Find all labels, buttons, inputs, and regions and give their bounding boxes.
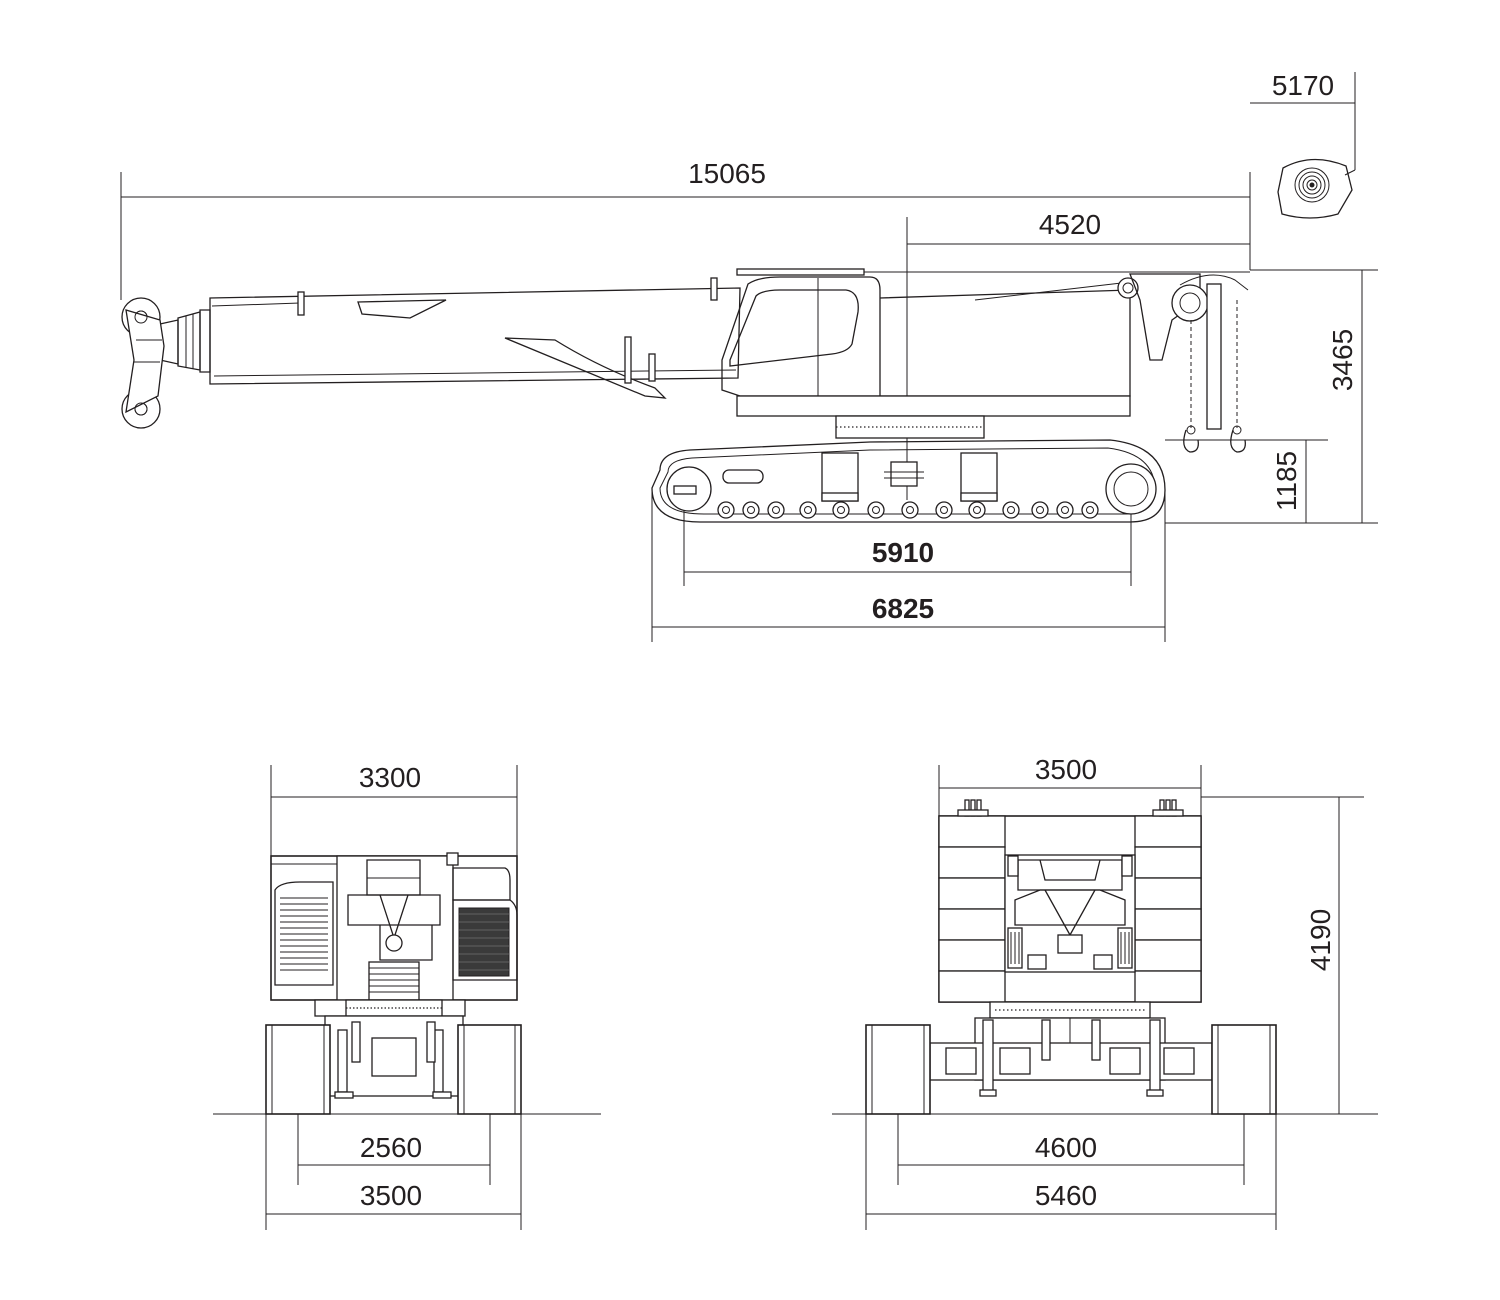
rear-view: 3500 4190 4600 5460 — [832, 754, 1378, 1230]
dim-label-4600: 4600 — [1035, 1132, 1097, 1163]
dim-label-3300: 3300 — [359, 762, 421, 793]
dim-extended-gauge: 4600 — [897, 1114, 1245, 1185]
track-rollers — [717, 501, 1099, 519]
right-counterweight-stack — [1134, 799, 1202, 1003]
dim-extended-width: 5460 — [865, 1114, 1277, 1230]
dim-overall-width: 3500 — [265, 1114, 522, 1230]
hook-blocks — [1183, 300, 1246, 453]
dim-label-5460: 5460 — [1035, 1180, 1097, 1211]
dim-track-gauge: 2560 — [297, 1114, 491, 1185]
dim-label-15065: 15065 — [688, 158, 766, 189]
dim-label-4190: 4190 — [1305, 909, 1336, 971]
superstructure — [721, 268, 1250, 430]
dim-label-3500-front: 3500 — [360, 1180, 422, 1211]
left-counterweight-stack — [938, 799, 1006, 1003]
dim-label-3465: 3465 — [1327, 329, 1358, 391]
dim-track-height: 1185 — [1165, 439, 1328, 523]
front-view: 3300 2560 3500 — [213, 762, 601, 1230]
dim-label-6825: 6825 — [872, 593, 934, 624]
dim-superstructure-width: 3300 — [270, 762, 518, 900]
boom-head — [121, 297, 165, 429]
dim-boom-head: 5170 — [1250, 70, 1356, 176]
dim-counterweight-width: 3500 — [938, 754, 1202, 816]
front-cab-window-lines — [459, 913, 509, 971]
dim-rear-height: 4190 — [1201, 796, 1364, 1114]
dim-rear: 4520 — [906, 209, 1250, 500]
dim-label-3500-rear: 3500 — [1035, 754, 1097, 785]
dim-label-2560: 2560 — [360, 1132, 422, 1163]
dim-label-1185: 1185 — [1271, 451, 1302, 511]
dim-overall-height: 3465 — [1165, 269, 1378, 524]
dim-label-5910: 5910 — [872, 537, 934, 568]
front-counterweight-lines — [369, 967, 419, 993]
dim-label-5170: 5170 — [1272, 70, 1334, 101]
dim-overall-length: 15065 — [120, 158, 1251, 300]
sheave-detail — [1277, 158, 1353, 219]
front-radiator-grill — [280, 897, 328, 971]
rear-engine-area — [1004, 854, 1136, 973]
side-view: 15065 5170 4520 3465 — [120, 70, 1378, 642]
dim-track-lengths: 5910 6825 — [651, 470, 1166, 642]
slewing-ring — [835, 415, 985, 439]
crawler-track — [651, 439, 1166, 523]
boom — [159, 277, 741, 399]
dim-label-4520: 4520 — [1039, 209, 1101, 240]
